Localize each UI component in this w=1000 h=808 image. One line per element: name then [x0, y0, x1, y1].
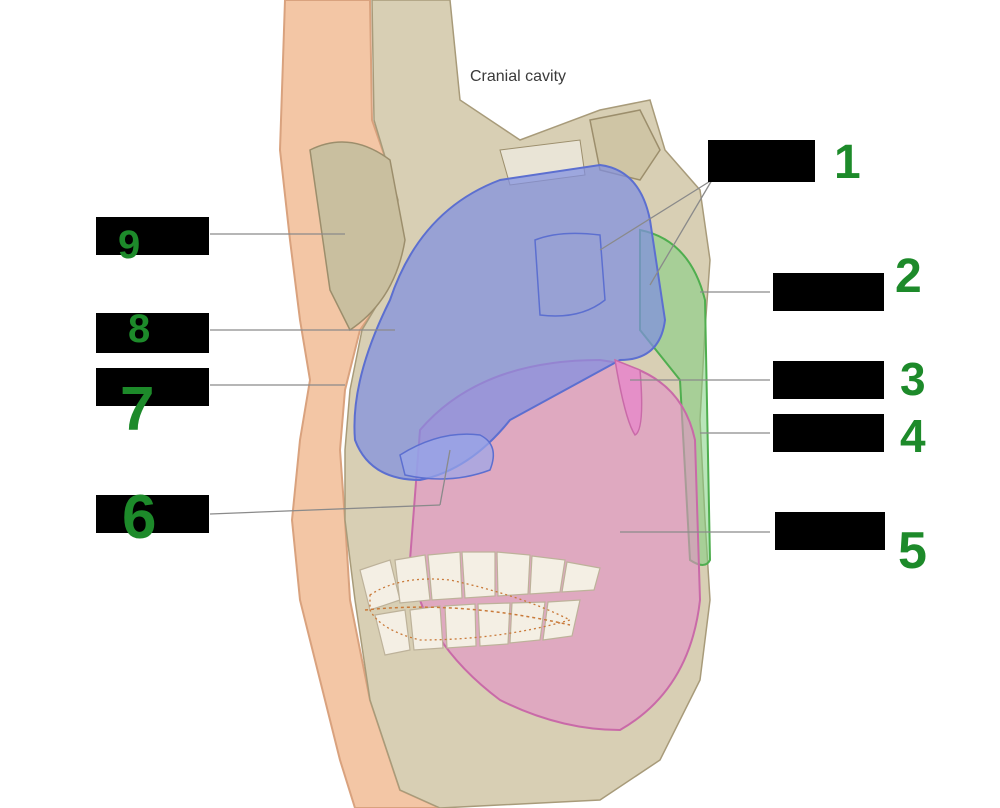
label-box-right-2: [773, 273, 884, 311]
handwritten-number-8: 8: [128, 307, 150, 351]
lip-outline: [369, 578, 572, 641]
uvula: [614, 358, 643, 436]
handwritten-number-4: 4: [900, 410, 926, 462]
handwritten-number-2: 2: [895, 250, 922, 303]
nasal-cavity-region: [353, 163, 667, 482]
frontal-sinus-shape: [309, 141, 406, 332]
lip-line: [364, 606, 571, 626]
sphenoid-region: [589, 109, 661, 181]
handwritten-number-3: 3: [900, 353, 926, 405]
label-box-left-6: [96, 495, 209, 533]
maxillary-sinus-outline: [534, 232, 606, 317]
handwritten-number-7: 7: [120, 375, 154, 444]
handwritten-number-5: 5: [898, 522, 927, 580]
label-box-left-8: [96, 313, 209, 353]
handwritten-number-9: 9: [118, 223, 140, 267]
label-box-right-3: [773, 361, 884, 399]
leader-lines: [209, 179, 770, 533]
label-box-right-4: [773, 414, 884, 452]
handwritten-number-1: 1: [834, 136, 861, 189]
teeth: [359, 551, 601, 656]
label-box-left-9: [96, 217, 209, 255]
nostril-outline: [399, 433, 495, 480]
handwritten-number-6: 6: [122, 483, 156, 552]
cranial-cavity-caption: Cranial cavity: [470, 68, 567, 85]
label-box-right-1: [708, 140, 815, 182]
label-box-left-7: [96, 368, 209, 406]
label-box-right-5: [775, 512, 885, 550]
